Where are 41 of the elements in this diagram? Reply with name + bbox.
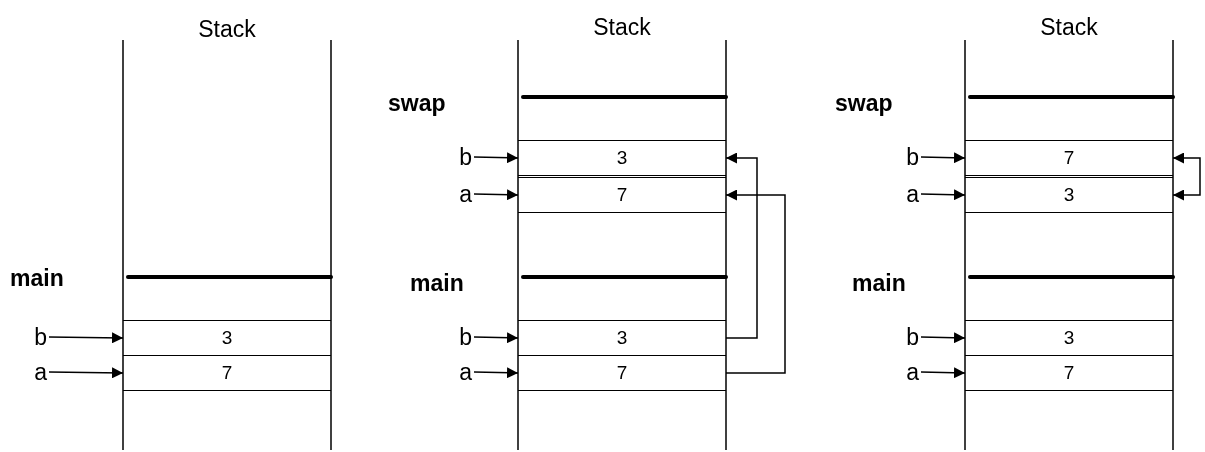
variable-name: b bbox=[895, 144, 919, 170]
stack-heading: Stack bbox=[593, 14, 651, 40]
arrow bbox=[48, 332, 124, 344]
arrow bbox=[920, 332, 966, 344]
arrow bbox=[725, 152, 758, 339]
variable-name: a bbox=[448, 181, 472, 207]
variable-name: a bbox=[895, 359, 919, 385]
arrow bbox=[473, 152, 519, 164]
arrow bbox=[725, 189, 786, 374]
stack-cell: 3 bbox=[123, 320, 331, 356]
stack-cell: 3 bbox=[965, 320, 1173, 356]
stack-heading: Stack bbox=[1040, 14, 1098, 40]
stack-cell: 3 bbox=[518, 140, 726, 176]
variable-name: a bbox=[895, 181, 919, 207]
arrow bbox=[920, 189, 966, 201]
arrow bbox=[473, 332, 519, 344]
variable-name: a bbox=[448, 359, 472, 385]
stack-cell: 3 bbox=[965, 177, 1173, 213]
stack-cell: 7 bbox=[123, 355, 331, 391]
stack-cell: 7 bbox=[518, 177, 726, 213]
stack-heading: Stack bbox=[198, 16, 256, 42]
arrow bbox=[1172, 152, 1201, 201]
variable-name: b bbox=[23, 324, 47, 350]
arrow bbox=[920, 152, 966, 164]
variable-name: b bbox=[448, 324, 472, 350]
frame-label: main bbox=[852, 270, 906, 296]
variable-name: b bbox=[895, 324, 919, 350]
stack-cell: 7 bbox=[965, 355, 1173, 391]
arrow bbox=[473, 367, 519, 379]
frame-label: swap bbox=[835, 90, 893, 116]
stack-cell: 7 bbox=[518, 355, 726, 391]
stack-cell: 7 bbox=[965, 140, 1173, 176]
frame-label: main bbox=[10, 265, 64, 291]
variable-name: b bbox=[448, 144, 472, 170]
arrow bbox=[920, 367, 966, 379]
stack-cell: 3 bbox=[518, 320, 726, 356]
variable-name: a bbox=[23, 359, 47, 385]
arrow bbox=[48, 367, 124, 379]
arrow bbox=[473, 189, 519, 201]
frame-label: swap bbox=[388, 90, 446, 116]
frame-label: main bbox=[410, 270, 464, 296]
